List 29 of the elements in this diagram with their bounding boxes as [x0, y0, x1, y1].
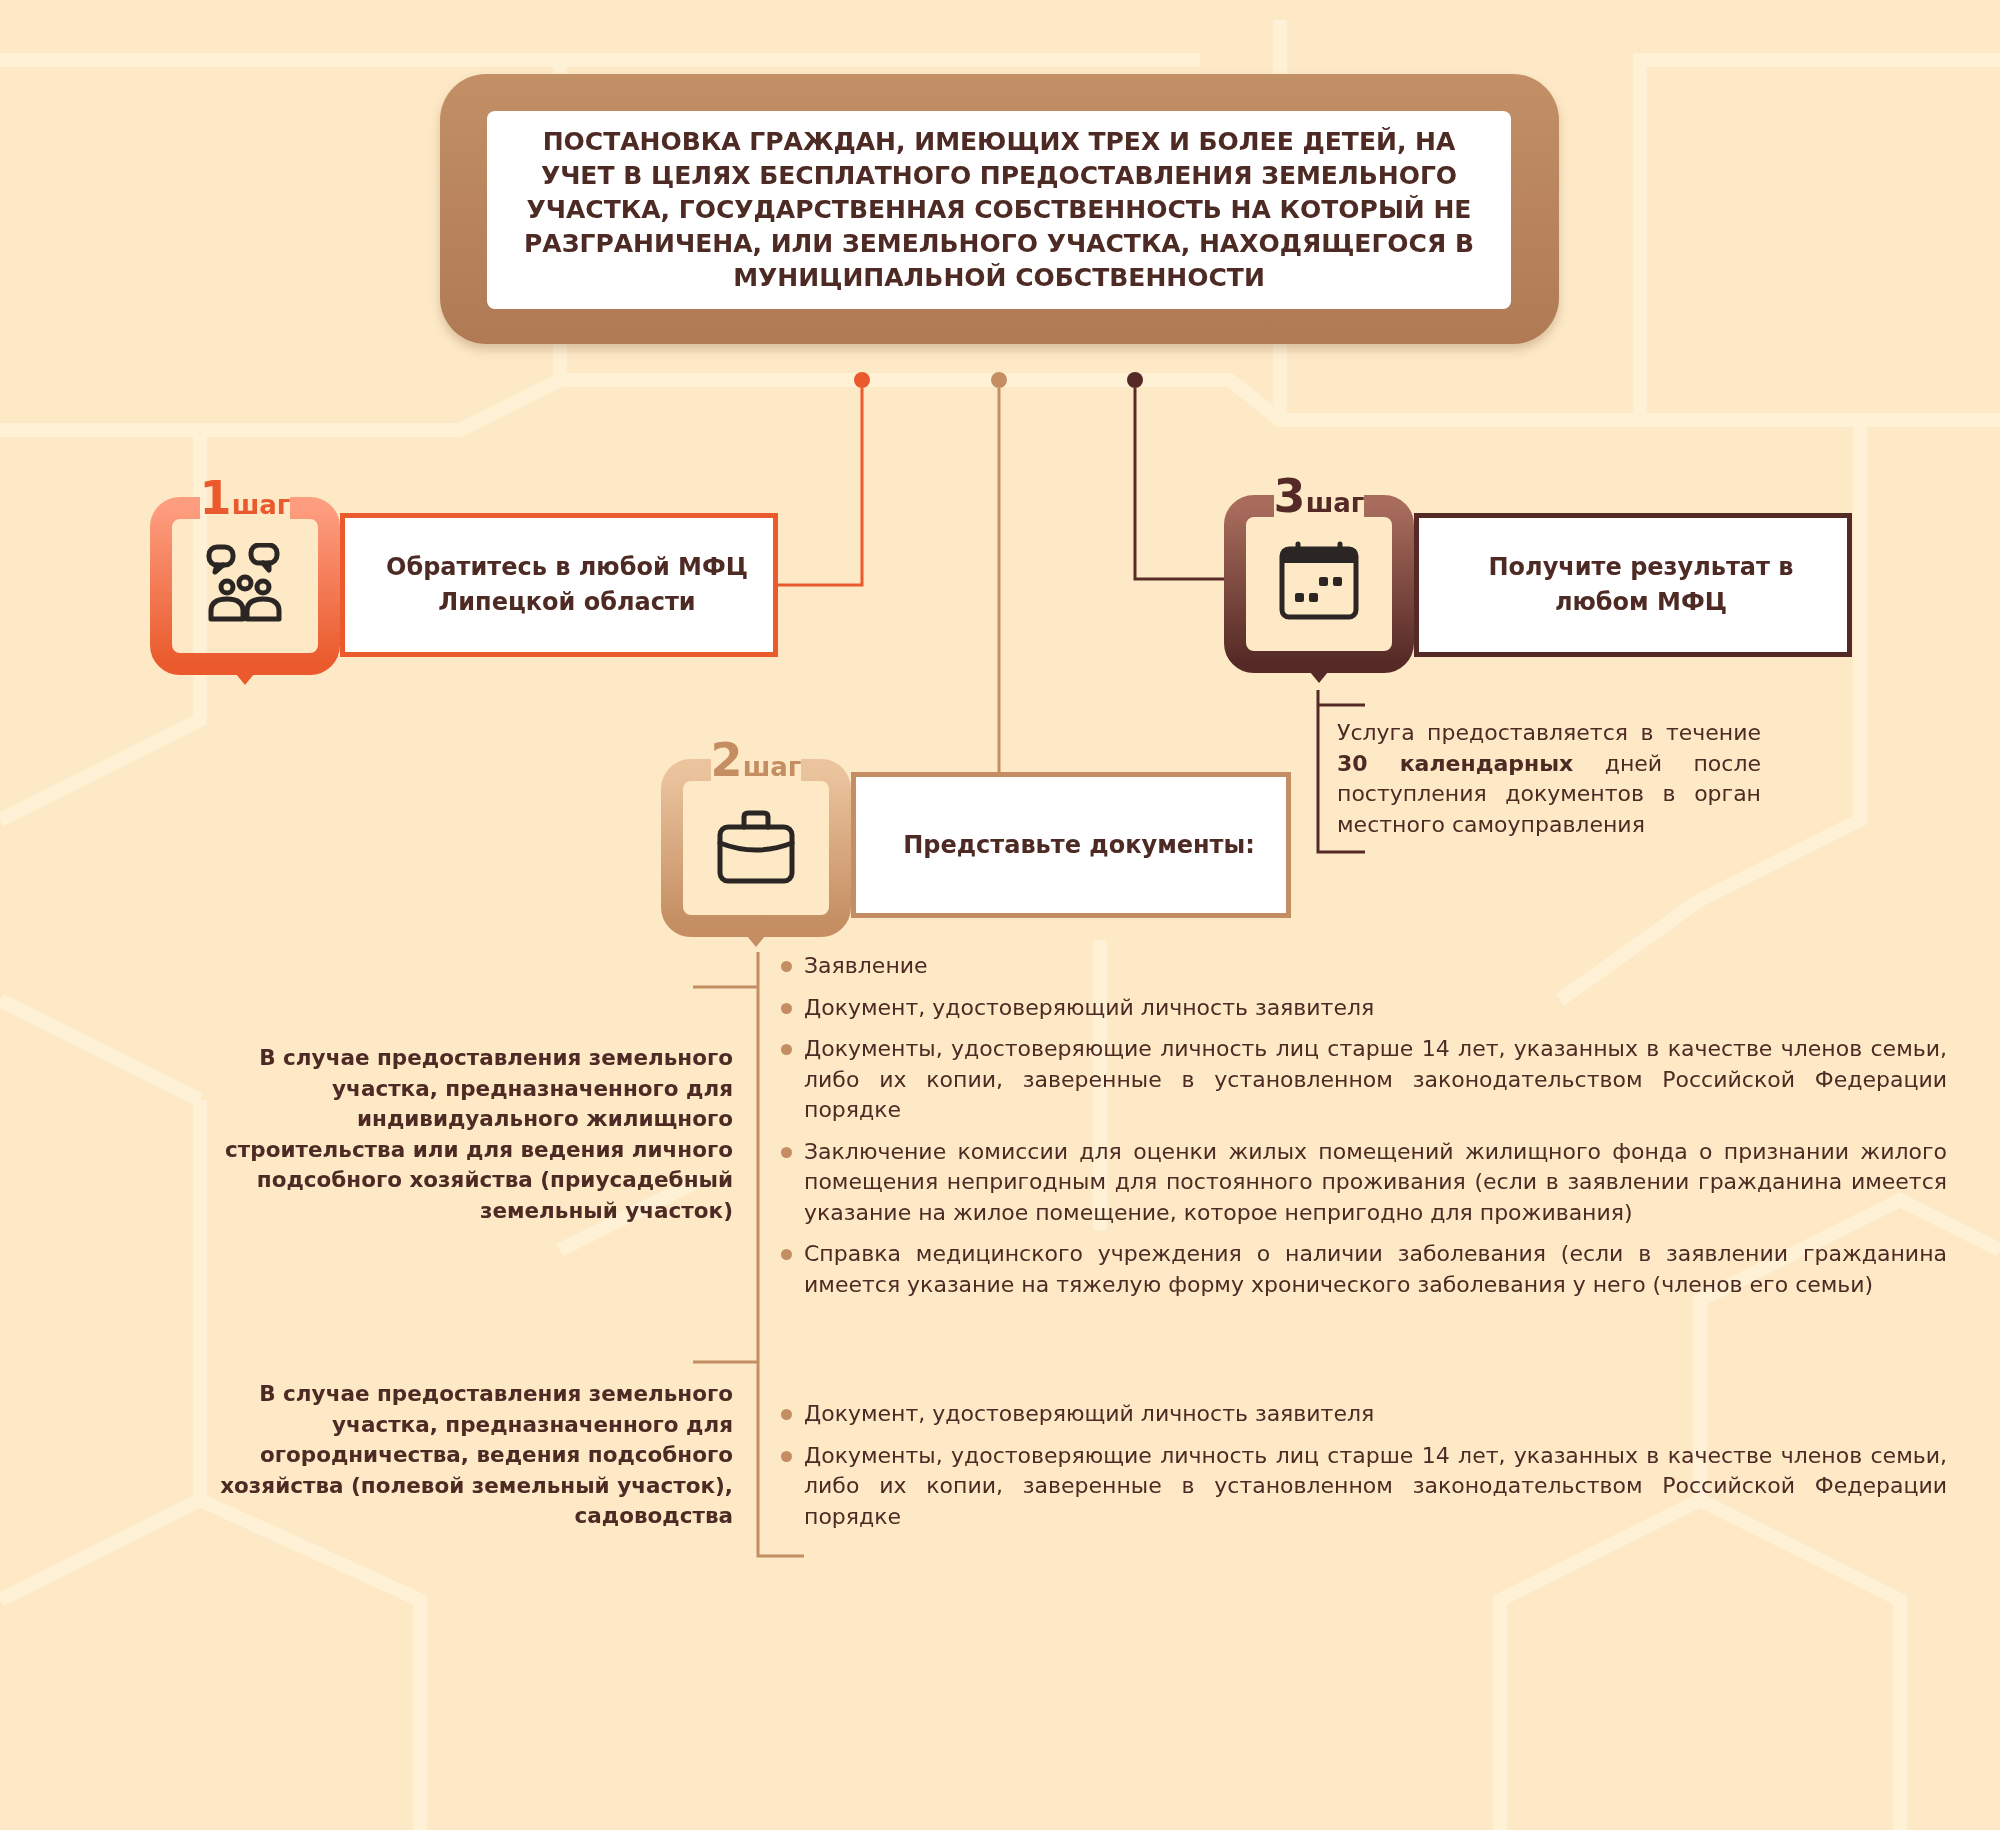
- connector-dot: [854, 372, 870, 388]
- document-item: Заключение комиссии для оценки жилых помещений жилищного фонда о признании жилого помещения непригодным для постоянного проживания (если в заявлении гражданина имеется указание на жилое помещение, которое непригодно для проживания): [804, 1137, 1947, 1227]
- document-item: Справка медицинского учреждения о наличии заболевания (если в заявлении гражданина имеется указание на тяжелую форму хронического заболевания у него (членов его семьи): [804, 1240, 1947, 1299]
- step-text: Обратитесь в любой МФЦ Липецкой области: [385, 552, 749, 618]
- step-text: Получите результат в любом МФЦ: [1487, 552, 1795, 618]
- step-number: 3: [1273, 473, 1306, 519]
- step-number: 2: [710, 737, 743, 783]
- case-text: В случае предоставления земельного участка, предназначенного для индивидуального жилищного строительства или для ведения личного подсобного хозяйства (приусадебный земельный участок): [224, 1044, 733, 1225]
- connector-line: [1133, 388, 1224, 581]
- title: ПОСТАНОВКА ГРАЖДАН, ИМЕЮЩИХ ТРЕХ И БОЛЕЕ ДЕТЕЙ, НА УЧЕТ В ЦЕЛЯХ БЕСПЛАТНОГО ПРЕДОСТАВЛЕНИЯ ЗЕМЕЛЬНОГО УЧАСТКА, ГОСУДАРСТВЕННАЯ СОБСТВЕННОСТЬ НА КОТОРЫЙ НЕ РАЗГРАНИЧЕНА, ИЛИ ЗЕМЕЛЬНОГО УЧАСТКА, НАХОДЯЩЕГОСЯ В МУНИЦИПАЛЬНОЙ СОБСТВЕННОСТИ: [523, 126, 1475, 294]
- connector-dot: [991, 372, 1007, 388]
- case-text: В случае предоставления земельного участка, предназначенного для огородничества, ведения подсобного хозяйства (полевой земельный участок), садоводства: [219, 1380, 733, 1530]
- step-box: [851, 772, 1291, 918]
- step-box: [340, 513, 778, 657]
- connector-line: [778, 388, 864, 587]
- step-text: Представьте документы:: [903, 829, 1255, 861]
- connector-line: [997, 388, 1001, 772]
- document-item: Документ, удостоверяющий личность заявителя: [804, 993, 1376, 1022]
- note-text: Услуга предоставляется в течение 30 календарных дней после поступления документов в орган местного самоуправления: [1337, 719, 1761, 839]
- step-number: 1: [199, 475, 232, 521]
- step-label: шаг: [742, 752, 802, 782]
- document-item: Документ, удостоверяющий личность заявителя: [804, 1400, 1376, 1428]
- step-box: [1414, 513, 1852, 657]
- connector-dot: [1127, 372, 1143, 388]
- document-item: Документы, удостоверяющие личность лиц старше 14 лет, указанных в качестве членов семьи, либо их копии, заверенные в установленном законодательством Российской Федерации порядке: [804, 1441, 1947, 1531]
- document-item: Документы, удостоверяющие личность лиц старше 14 лет, указанных в качестве членов семьи, либо их копии, заверенные в установленном законодательством Российской Федерации порядке: [804, 1035, 1947, 1124]
- document-item: Заявление: [804, 952, 929, 980]
- step-label: шаг: [1305, 488, 1365, 518]
- step-label: шаг: [231, 490, 291, 520]
